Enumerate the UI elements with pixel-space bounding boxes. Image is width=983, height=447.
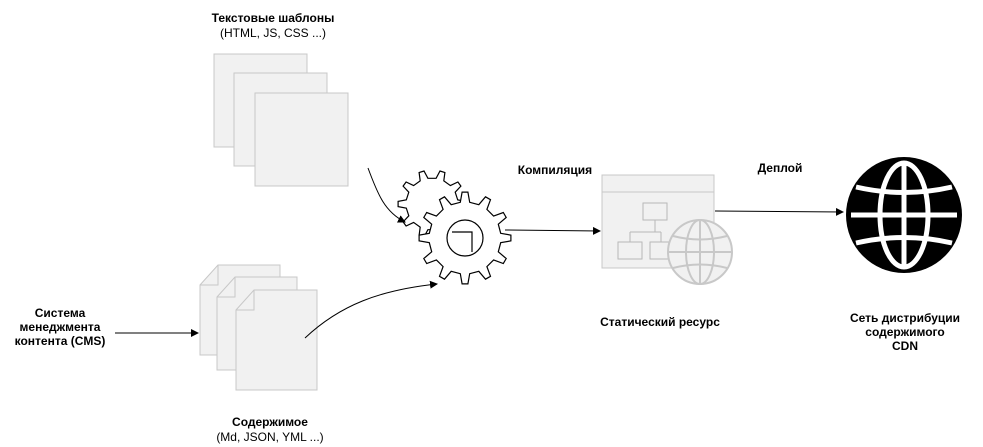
cms-line1: Система: [34, 306, 86, 320]
static-resource-label: Статический ресурс: [600, 315, 720, 329]
content-subtitle: (Md, JSON, YML ...): [216, 430, 324, 444]
arrow-content-to-gears: [304, 280, 438, 339]
cms-line3: контента (CMS): [14, 334, 106, 348]
template-pages-icon: [213, 53, 349, 187]
templates-subtitle: (HTML, JS, CSS ...): [219, 26, 326, 40]
content-title: Содержимое: [232, 415, 308, 429]
arrow-templates-to-gears: [367, 167, 406, 223]
compile-step-label: Компиляция: [517, 163, 593, 177]
arrow-gears-to-resource: [504, 226, 601, 235]
arrow-resource-to-cdn: [714, 207, 844, 216]
cdn-line3: CDN: [892, 339, 918, 353]
cms-line2: менеджмента: [19, 320, 101, 334]
cdn-line1: Сеть дистрибуции: [849, 311, 961, 325]
templates-title: Текстовые шаблоны: [211, 11, 335, 25]
cdn-line2: содержимого: [865, 325, 945, 339]
globe-icon: [846, 157, 962, 273]
content-documents-icon: [199, 264, 318, 391]
gears-icon: [397, 170, 512, 285]
deploy-step-label: Деплой: [757, 161, 803, 175]
static-resource-icon: [601, 174, 733, 285]
connectors: [115, 167, 844, 339]
